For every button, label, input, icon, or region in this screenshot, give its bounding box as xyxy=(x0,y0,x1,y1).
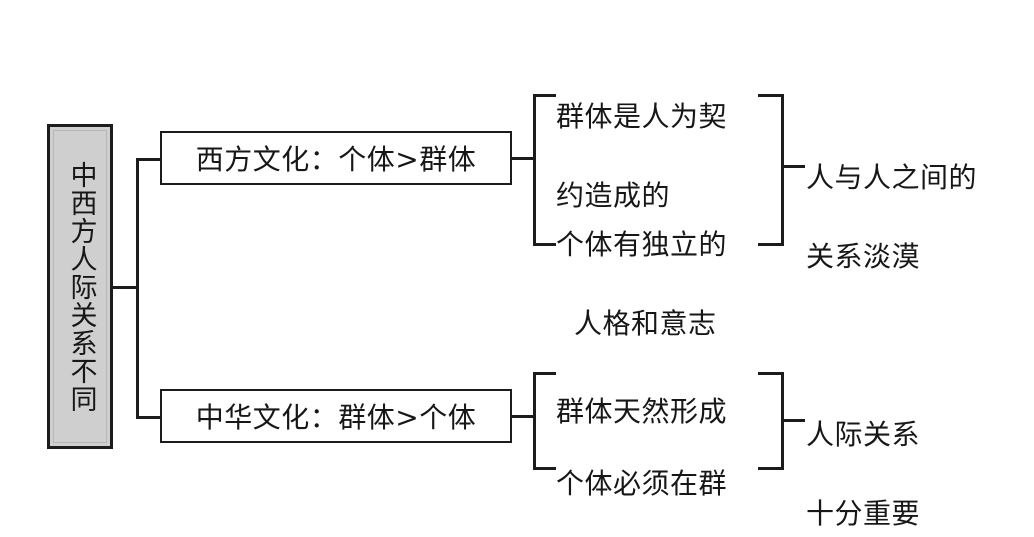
bracket-west-right-arm-bottom xyxy=(758,243,784,246)
connector-root-arm-bottom xyxy=(136,416,162,419)
branch-node-china[interactable]: 中华文化：群体>个体 xyxy=(160,389,512,443)
bracket-west-right-spine xyxy=(781,94,784,246)
sub-item-west-2: 个体有独立的 人格和意志 xyxy=(556,185,771,384)
root-node[interactable]: 中西方人际关系不同 xyxy=(47,124,113,449)
sub-item-china-2-line1: 个体必须在群 xyxy=(556,466,728,500)
bracket-china-left-arm-bottom xyxy=(533,467,556,470)
sub-item-china-1: 群体天然形成 xyxy=(556,352,771,471)
branch-node-china-label: 中华文化：群体>个体 xyxy=(195,401,477,434)
sub-item-west-1: 群体是人为契 约造成的 xyxy=(556,57,771,256)
bracket-china-right-arm-top xyxy=(758,372,784,375)
conclusion-china-line1: 人际关系 xyxy=(806,417,921,451)
sub-item-china-2: 个体必须在群 体中才能完成 xyxy=(556,424,771,537)
root-node-label: 中西方人际关系不同 xyxy=(65,160,97,413)
sub-item-west-2-line1: 个体有独立的 xyxy=(556,227,728,261)
sub-item-china-1-line1: 群体天然形成 xyxy=(556,394,728,428)
branch-node-west-label: 西方文化：个体>群体 xyxy=(195,143,477,176)
conclusion-west-line1: 人与人之间的 xyxy=(806,160,978,194)
connector-west-conclusion-stub xyxy=(781,165,805,168)
bracket-west-left-arm-top xyxy=(533,94,556,97)
sub-item-west-1-line1: 群体是人为契 xyxy=(556,99,728,133)
connector-root-stub xyxy=(113,286,138,289)
connector-china-conclusion-stub xyxy=(781,419,805,422)
sub-item-west-1-line2: 约造成的 xyxy=(556,179,671,213)
conclusion-china: 人际关系 十分重要 xyxy=(806,375,1021,537)
conclusion-west: 人与人之间的 关系淡漠 xyxy=(806,118,1021,317)
conclusion-west-line2: 关系淡漠 xyxy=(806,240,921,274)
bracket-china-left-spine xyxy=(533,372,536,470)
sub-item-west-2-line2: 人格和意志 xyxy=(574,307,717,341)
bracket-west-left-arm-bottom xyxy=(533,243,556,246)
connector-root-spine xyxy=(136,158,139,416)
connector-west-out-stub xyxy=(510,157,535,160)
bracket-west-right-arm-top xyxy=(758,94,784,97)
bracket-west-left-spine xyxy=(533,94,536,246)
bracket-china-left-arm-top xyxy=(533,372,556,375)
conclusion-china-line2: 十分重要 xyxy=(806,497,921,531)
connector-root-arm-top xyxy=(136,158,162,161)
branch-node-west[interactable]: 西方文化：个体>群体 xyxy=(160,131,512,185)
bracket-china-right-arm-bottom xyxy=(758,467,784,470)
connector-china-out-stub xyxy=(510,415,535,418)
